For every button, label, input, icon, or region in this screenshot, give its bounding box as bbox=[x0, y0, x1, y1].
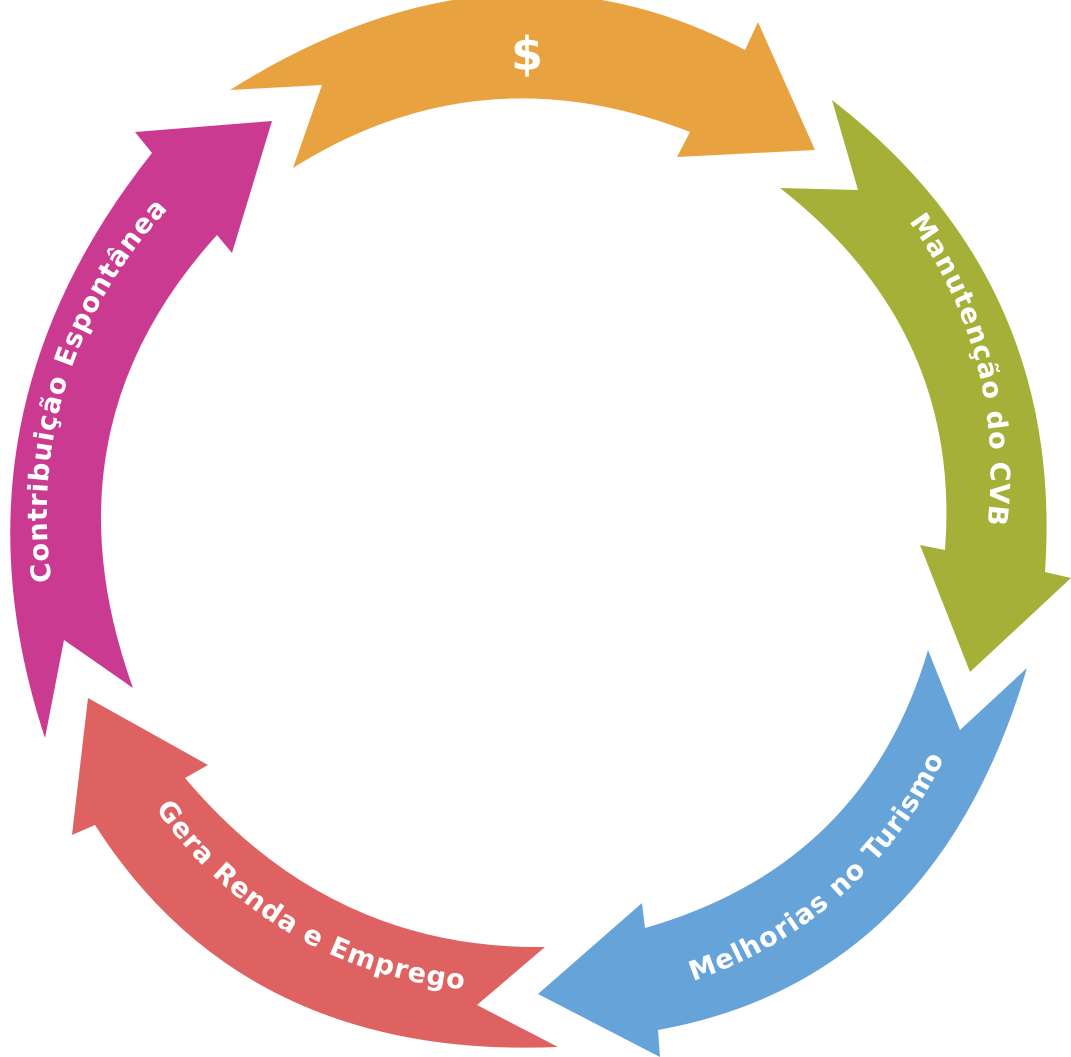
arrow-contribution-shape bbox=[10, 121, 272, 738]
arrow-tourism-shape bbox=[538, 650, 1027, 1057]
arrow-money: $ bbox=[230, 0, 815, 168]
arrow-money-shape bbox=[230, 0, 815, 168]
arrow-maintenance-shape bbox=[780, 100, 1071, 672]
arrow-tourism: Melhorias no Turismo bbox=[538, 650, 1027, 1057]
arrow-income: Gera Renda e Emprego bbox=[72, 698, 558, 1048]
arrow-money-label: $ bbox=[511, 27, 543, 81]
arrow-contribution: Contribuição Espontânea bbox=[10, 121, 272, 738]
arrow-income-shape bbox=[72, 698, 558, 1048]
arrow-maintenance: Manutenção do CVB bbox=[780, 100, 1071, 672]
